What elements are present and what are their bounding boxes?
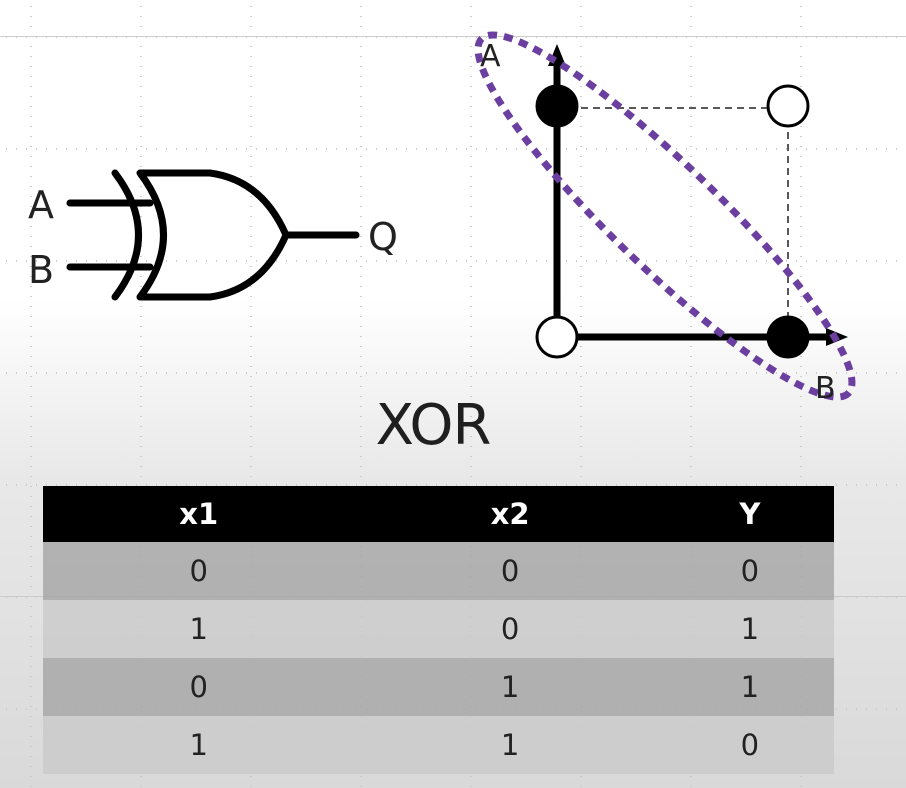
page-title: XOR [375, 393, 492, 458]
gate-input-b-label: B [28, 248, 54, 292]
table-cell: 0 [354, 542, 666, 600]
table-row: 1 1 0 [43, 716, 834, 774]
truth-table-header-row: x1 x2 Y [43, 486, 834, 542]
table-cell: 1 [665, 600, 834, 658]
table-cell: 1 [43, 716, 355, 774]
table-row: 0 0 0 [43, 542, 834, 600]
table-row: 1 0 1 [43, 600, 834, 658]
table-cell: 0 [354, 600, 666, 658]
table-cell: 0 [665, 542, 834, 600]
xor-gate-body [136, 169, 290, 301]
hollow-point-a0-b0 [535, 315, 579, 359]
table-row: 0 1 1 [43, 658, 834, 716]
plot-points [535, 84, 810, 359]
xor-diagram: A B Q A B [28, 31, 856, 406]
plot-axis-a-label: A [480, 39, 501, 74]
table-cell: 1 [354, 658, 666, 716]
table-cell: 0 [43, 542, 355, 600]
hollow-point-a1-b1 [766, 84, 810, 128]
header-y: Y [665, 486, 834, 542]
gate-output-q-label: Q [368, 215, 398, 259]
filled-point-a1-b0 [535, 84, 579, 128]
table-cell: 1 [665, 658, 834, 716]
table-cell: 1 [354, 716, 666, 774]
filled-point-a0-b1 [766, 315, 810, 359]
table-cell: 0 [43, 658, 355, 716]
header-x1: x1 [43, 486, 355, 542]
table-cell: 0 [665, 716, 834, 774]
xor-gate-symbol [66, 169, 360, 301]
header-x2: x2 [354, 486, 666, 542]
plot-dashed-guides [557, 107, 789, 337]
xor-gate-extra-input-arc [111, 169, 142, 301]
gate-input-a-label: A [28, 183, 54, 227]
table-cell: 1 [43, 600, 355, 658]
truth-table: x1 x2 Y 0 0 0 1 0 1 0 1 1 1 1 0 [43, 486, 834, 774]
separation-highlight-ellipse [474, 31, 856, 401]
plot-axis-b-label: B [815, 371, 836, 406]
